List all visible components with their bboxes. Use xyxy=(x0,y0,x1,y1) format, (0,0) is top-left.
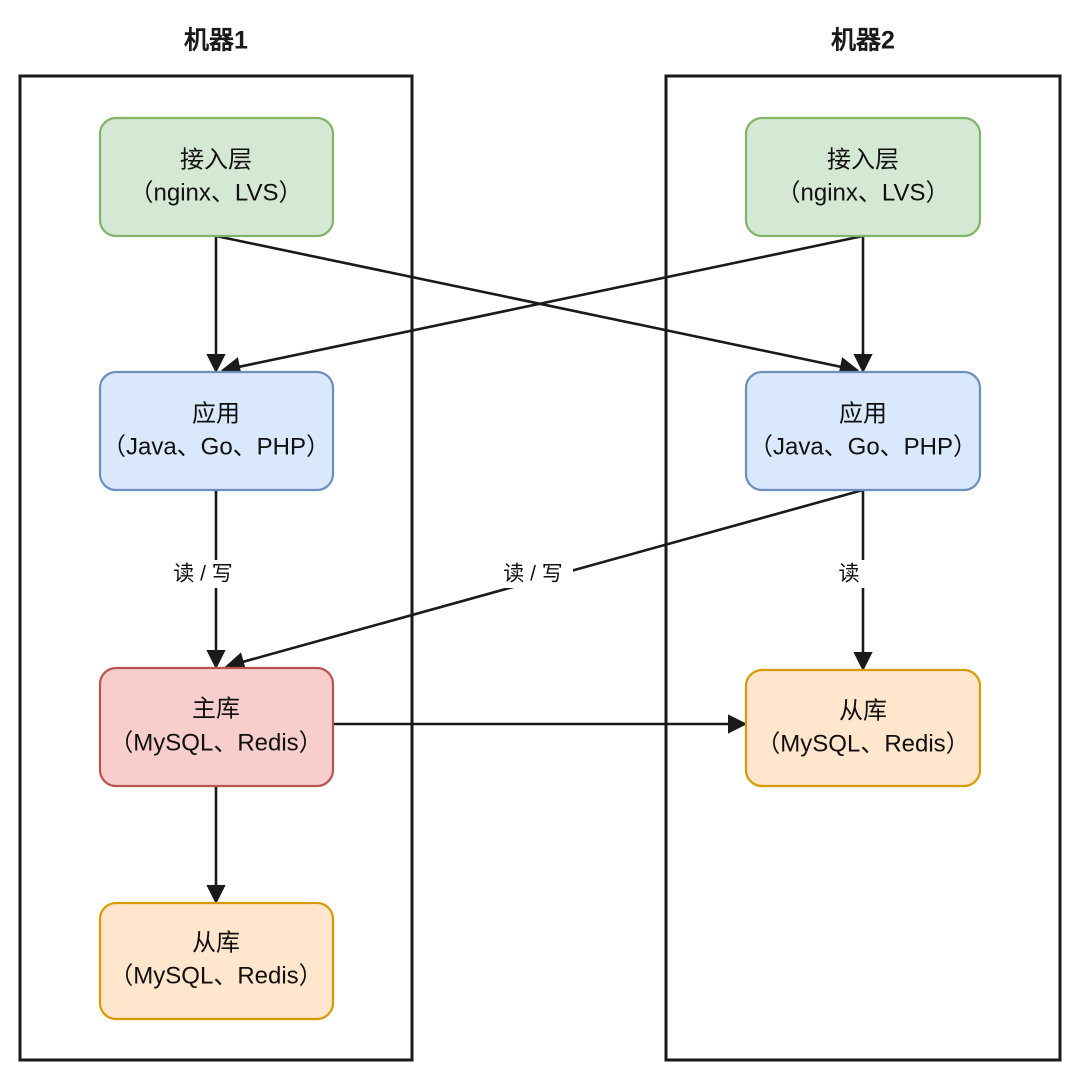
node-m1-slave-database[interactable]: 从库 （MySQL、Redis） xyxy=(98,901,335,1021)
node-m2-access-layer[interactable]: 接入层 （nginx、LVS） xyxy=(744,116,982,238)
machine2-title: 机器2 xyxy=(831,27,895,55)
node-m1-master-database-shape[interactable] xyxy=(98,666,335,788)
machine1-container xyxy=(18,74,414,1062)
node-m2-application-line2: （Java、Go、PHP） xyxy=(749,433,977,460)
node-m1-access-layer-line1: 接入层 xyxy=(180,146,252,173)
node-m2-access-layer-line2: （nginx、LVS） xyxy=(777,179,950,206)
node-m1-application[interactable]: 应用 （Java、Go、PHP） xyxy=(98,370,335,492)
edge-label-read-write-cross: 读 / 写 xyxy=(493,560,573,588)
node-m1-access-layer-shape[interactable] xyxy=(98,116,335,238)
edge-label-read-write-cross-text: 读 / 写 xyxy=(503,563,563,586)
node-m1-slave-database-shape[interactable] xyxy=(98,901,335,1021)
node-m2-slave-database-line1: 从库 xyxy=(839,697,887,724)
node-m1-master-database-line1: 主库 xyxy=(192,695,240,722)
node-m1-slave-database-line1: 从库 xyxy=(192,929,240,956)
edge-label-read-write-cross-bg xyxy=(493,560,573,588)
node-m1-master-database-line2: （MySQL、Redis） xyxy=(109,729,322,756)
edge-label-read-right: 读 xyxy=(833,560,865,588)
node-m2-access-layer-line1: 接入层 xyxy=(827,146,899,173)
node-m1-application-line2: （Java、Go、PHP） xyxy=(102,433,330,460)
edge-label-read-right-text: 读 xyxy=(839,563,860,586)
edge-label-read-write-left-bg xyxy=(164,560,242,588)
node-m2-access-layer-shape[interactable] xyxy=(744,116,982,238)
edge-label-read-right-bg xyxy=(833,560,865,588)
node-m2-application[interactable]: 应用 （Java、Go、PHP） xyxy=(744,370,982,492)
edge-m2access-to-m1app xyxy=(220,234,864,377)
node-m2-application-shape[interactable] xyxy=(744,370,982,492)
node-m1-application-line1: 应用 xyxy=(192,400,240,427)
node-m2-slave-database-line2: （MySQL、Redis） xyxy=(756,730,969,757)
node-m2-slave-database-shape[interactable] xyxy=(744,668,982,788)
machine1-title: 机器1 xyxy=(184,27,248,55)
edge-m1access-to-m2app xyxy=(215,234,860,377)
machine2-container xyxy=(664,74,1062,1062)
node-m1-access-layer[interactable]: 接入层 （nginx、LVS） xyxy=(98,116,335,238)
node-m1-master-database[interactable]: 主库 （MySQL、Redis） xyxy=(98,666,335,788)
node-m1-slave-database-line2: （MySQL、Redis） xyxy=(109,962,322,989)
node-m1-access-layer-line2: （nginx、LVS） xyxy=(130,179,303,206)
node-m2-application-line1: 应用 xyxy=(839,400,887,427)
edge-label-read-write-left: 读 / 写 xyxy=(164,560,242,588)
node-m1-application-shape[interactable] xyxy=(98,370,335,492)
edge-label-read-write-left-text: 读 / 写 xyxy=(173,563,233,586)
node-m2-slave-database[interactable]: 从库 （MySQL、Redis） xyxy=(744,668,982,788)
